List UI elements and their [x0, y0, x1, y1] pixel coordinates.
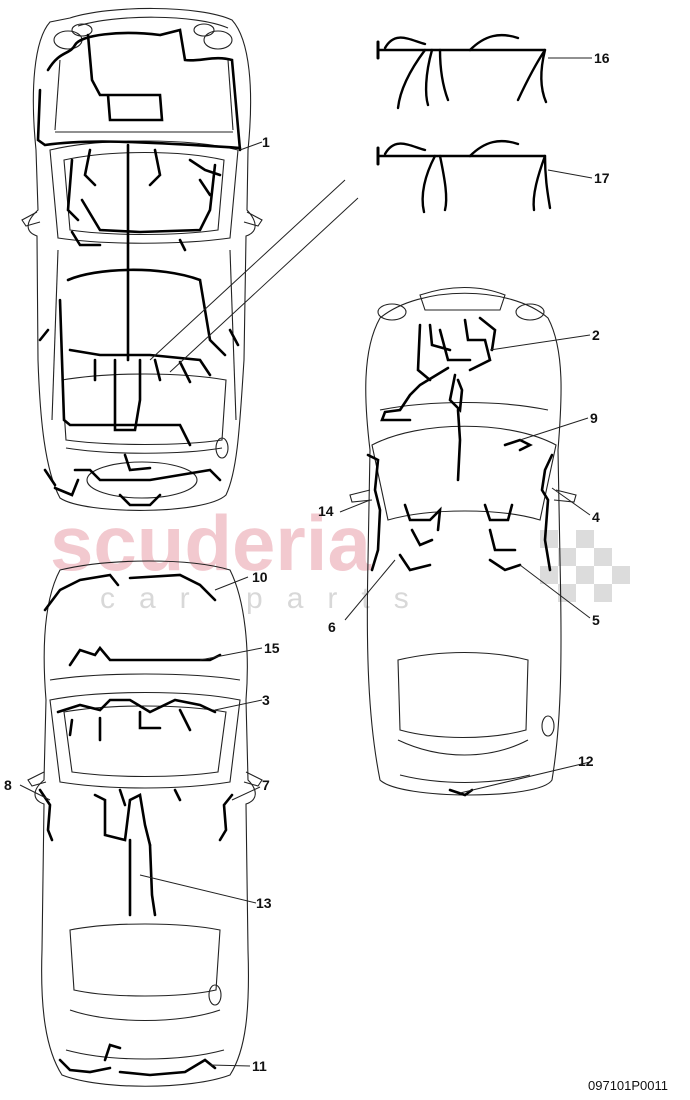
callout-11: 11 [252, 1058, 267, 1074]
callout-2: 2 [592, 327, 600, 343]
callout-leaders [19, 57, 593, 1067]
callout-10: 10 [252, 569, 268, 585]
callout-17: 17 [594, 170, 610, 186]
callout-labels: 1 2 3 4 5 6 7 8 9 10 11 12 13 14 15 16 1… [4, 50, 610, 1074]
car-top-view-2 [349, 286, 577, 796]
harness-car-1 [36, 28, 242, 507]
harness-car-3 [38, 573, 234, 1077]
callout-15: 15 [264, 640, 280, 656]
callout-14: 14 [318, 503, 334, 519]
watermark-brand: scuderia [50, 499, 371, 587]
part-code: 097101P0011 [588, 1078, 668, 1093]
harness-detail-17 [376, 140, 552, 214]
car-top-view-1 [21, 7, 263, 511]
callout-6: 6 [328, 619, 336, 635]
watermark-tagline: car parts [100, 582, 433, 615]
checkered-flag-icon [540, 530, 630, 602]
watermark: scuderia car parts [50, 499, 630, 615]
zoom-leader-lines [149, 179, 359, 373]
callout-13: 13 [256, 895, 272, 911]
harness-car-2 [366, 316, 554, 797]
callout-7: 7 [262, 777, 270, 793]
callout-9: 9 [590, 410, 598, 426]
callout-12: 12 [578, 753, 594, 769]
harness-detail-16 [376, 34, 548, 110]
callout-3: 3 [262, 692, 270, 708]
car-top-view-3 [27, 560, 263, 1087]
callout-16: 16 [594, 50, 610, 66]
callout-4: 4 [592, 509, 600, 525]
callout-1: 1 [262, 134, 270, 150]
callout-5: 5 [592, 612, 600, 628]
callout-8: 8 [4, 777, 12, 793]
